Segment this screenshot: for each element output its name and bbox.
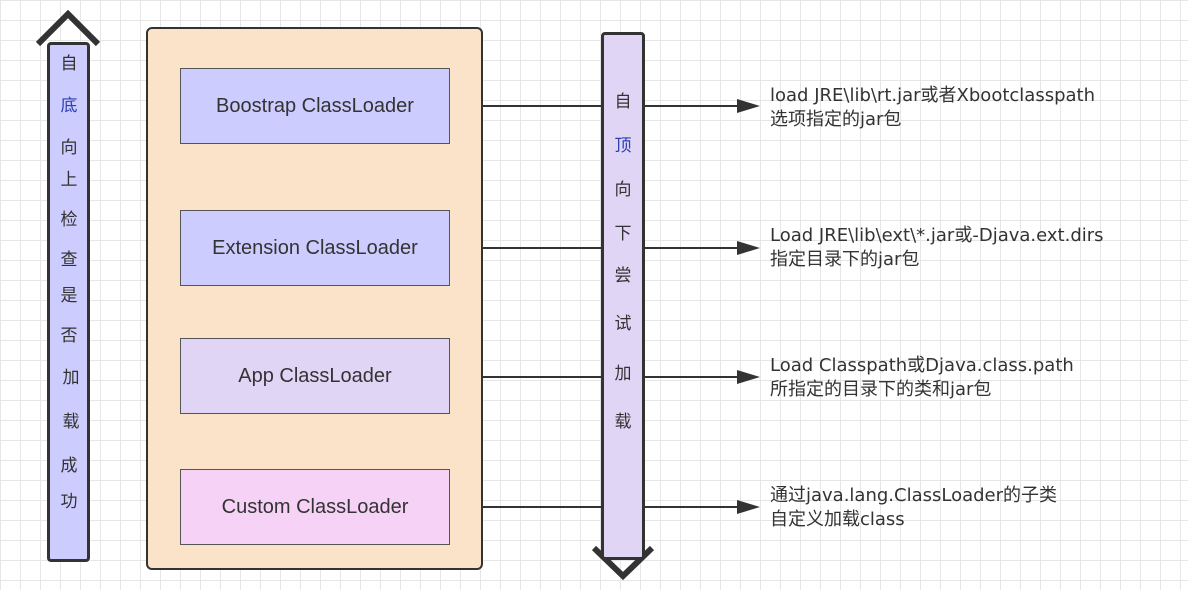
left-bar-char: 检 <box>60 210 78 230</box>
right-bar-char: 尝 <box>614 266 632 286</box>
description-line: 选项指定的jar包 <box>770 109 902 130</box>
up-arrow-head-icon <box>35 9 101 47</box>
bottom-up-check-bar: 自 底 向 上 检 查 是 否 加 载 成 功 <box>47 42 90 562</box>
custom-classloader-box: Custom ClassLoader <box>180 469 450 545</box>
app-description: Load Classpath或Djava.class.path 所指定的目录下的… <box>770 354 1074 402</box>
description-line: 所指定的目录下的类和jar包 <box>770 379 992 400</box>
right-bar-char: 自 <box>614 92 632 112</box>
app-classloader-box: App ClassLoader <box>180 338 450 414</box>
connector-arrow-2 <box>450 241 760 255</box>
left-bar-char: 查 <box>60 250 78 270</box>
connector-arrow-3 <box>450 370 760 384</box>
description-line: 通过java.lang.ClassLoader的子类 <box>770 485 1058 506</box>
loader-label: App ClassLoader <box>238 364 392 387</box>
left-bar-char: 是 <box>60 286 78 306</box>
left-bar-char: 上 <box>60 170 78 190</box>
left-bar-char: 底 <box>60 96 78 116</box>
loader-label: Extension ClassLoader <box>212 236 418 259</box>
top-down-load-bar: 自 顶 向 下 尝 试 加 载 <box>601 32 645 560</box>
right-bar-char: 下 <box>614 224 632 244</box>
left-bar-char: 向 <box>60 138 78 158</box>
left-bar-char: 否 <box>60 326 78 346</box>
left-bar-char: 成 <box>60 456 78 476</box>
right-bar-char: 试 <box>614 314 632 334</box>
left-bar-char: 加 <box>62 368 80 388</box>
left-bar-char: 功 <box>60 492 78 512</box>
loader-label: Custom ClassLoader <box>221 495 409 518</box>
bootstrap-classloader-box: Boostrap ClassLoader <box>180 68 450 144</box>
custom-description: 通过java.lang.ClassLoader的子类 自定义加载class <box>770 484 1057 532</box>
right-bar-char: 加 <box>614 364 632 384</box>
extension-classloader-box: Extension ClassLoader <box>180 210 450 286</box>
description-line: Load JRE\lib\ext\*.jar或-Djava.ext.dirs <box>770 225 1104 246</box>
right-bar-char: 载 <box>614 412 632 432</box>
description-line: 指定目录下的jar包 <box>770 249 920 270</box>
left-bar-char: 自 <box>60 54 78 74</box>
description-line: load JRE\lib\rt.jar或者Xbootclasspath <box>770 85 1095 106</box>
loader-label: Boostrap ClassLoader <box>216 94 414 117</box>
description-line: 自定义加载class <box>770 509 905 530</box>
right-bar-char: 向 <box>614 180 632 200</box>
left-bar-char: 载 <box>62 412 80 432</box>
extension-description: Load JRE\lib\ext\*.jar或-Djava.ext.dirs 指… <box>770 224 1104 272</box>
connector-arrow-4 <box>450 500 760 514</box>
right-bar-char: 顶 <box>614 136 632 156</box>
connector-arrow-1 <box>450 99 760 113</box>
description-line: Load Classpath或Djava.class.path <box>770 355 1074 376</box>
bootstrap-description: load JRE\lib\rt.jar或者Xbootclasspath 选项指定… <box>770 84 1095 132</box>
